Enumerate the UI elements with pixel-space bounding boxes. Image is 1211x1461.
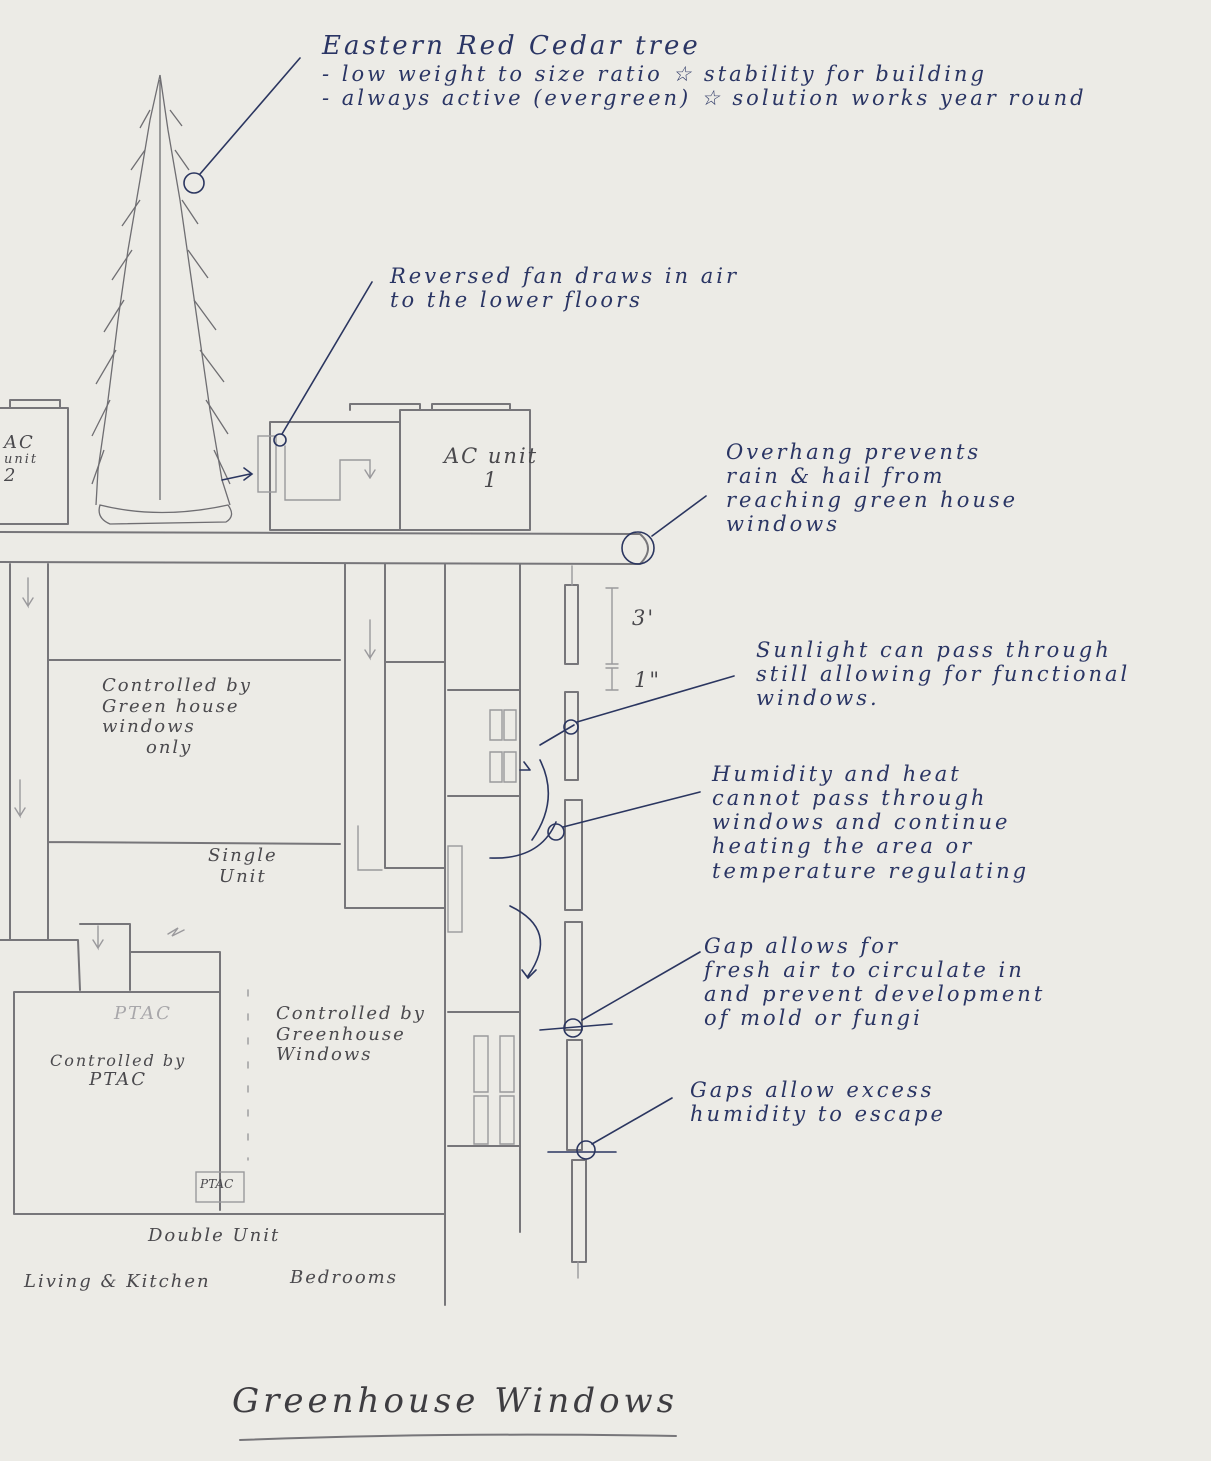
tree-point-2: - always active (evergreen) ☆ solution w…: [322, 86, 1087, 111]
roof-overhang: [0, 531, 649, 565]
gap-line-1: Gap allows for: [704, 934, 900, 958]
ac-unit-2-line-2: unit: [4, 451, 39, 467]
sunlight-line-1: Sunlight can pass through: [756, 638, 1112, 662]
overhang-line-3: reaching green house: [726, 488, 1019, 513]
controlled-ptac-line-2: PTAC: [89, 1069, 148, 1091]
ptac-unit-label: PTAC: [200, 1177, 234, 1191]
humidity-line-1: Humidity and heat: [712, 762, 962, 786]
gaps-line-2: humidity to escape: [690, 1102, 946, 1127]
controlled-gh-only-label: Controlled by Green house windows only: [102, 675, 252, 759]
single-unit-line-2: Unit: [218, 865, 267, 887]
sunlight-line-3: windows.: [756, 686, 880, 711]
living-kitchen-label: Living & Kitchen: [24, 1271, 211, 1292]
fan-line-1: Reversed fan draws in air: [390, 264, 740, 288]
overhang-line-4: windows: [726, 512, 841, 537]
fan-annotation: Reversed fan draws in air to the lower f…: [390, 264, 739, 312]
ac-unit-1-box: [269, 403, 531, 531]
double-unit-label: Double Unit: [148, 1225, 281, 1246]
gap-line-2: fresh air to circulate in: [704, 958, 1025, 983]
gap-line-4: of mold or fungi: [704, 1006, 923, 1031]
ac-unit-2-label: AC unit 2: [4, 432, 39, 486]
measure-3ft: 3': [632, 606, 656, 630]
cedar-tree: [91, 74, 233, 525]
tree-annotation: Eastern Red Cedar tree - low weight to s…: [322, 31, 1087, 111]
overhang-annotation: Overhang prevents rain & hail from reach…: [726, 440, 1018, 537]
ac-unit-2-box: [0, 399, 69, 525]
ac-unit-1-line-1: AC unit: [444, 444, 539, 468]
ac-unit-1-line-2: 1: [483, 468, 499, 493]
overhang-line-1: Overhang prevents: [726, 440, 982, 464]
ac-unit-2-line-1: AC: [4, 432, 35, 453]
tree-title: Eastern Red Cedar tree: [322, 31, 701, 61]
controlled-gh-only-line-3: windows: [102, 716, 196, 738]
bedrooms-label: Bedrooms: [290, 1267, 398, 1288]
controlled-gh-only-line-4: only: [146, 737, 193, 759]
controlled-gh-line-1: Controlled by: [276, 1003, 426, 1024]
controlled-ptac-line-1: Controlled by: [50, 1051, 187, 1070]
greenhouse-window-strip: [564, 565, 587, 1279]
humidity-line-2: cannot pass through: [712, 786, 988, 811]
single-unit-line-1: Single: [208, 845, 278, 866]
controlled-gh-line-3: Windows: [276, 1044, 373, 1066]
page-title: Greenhouse Windows: [232, 1381, 679, 1421]
ac-unit-1-label: AC unit 1: [444, 444, 538, 492]
sunlight-line-2: still allowing for functional: [756, 662, 1131, 687]
fan-line-2: to the lower floors: [390, 288, 643, 313]
measure-1in: 1": [634, 668, 662, 692]
gap-annotation: Gap allows for fresh air to circulate in…: [704, 934, 1045, 1031]
gap-line-3: and prevent development: [704, 982, 1046, 1007]
humidity-annotation: Humidity and heat cannot pass through wi…: [712, 762, 1029, 883]
tree-point-1: - low weight to size ratio ☆ stability f…: [322, 61, 987, 86]
gaps-line-1: Gaps allow excess: [690, 1078, 935, 1102]
sunlight-annotation: Sunlight can pass through still allowing…: [756, 638, 1130, 710]
humidity-line-5: temperature regulating: [712, 858, 1030, 883]
controlled-ptac-label: Controlled by PTAC: [50, 1051, 187, 1091]
controlled-gh-only-line-1: Controlled by: [102, 675, 252, 696]
humidity-line-3: windows and continue: [712, 810, 1011, 835]
controlled-gh-line-2: Greenhouse: [276, 1023, 406, 1045]
controlled-gh-only-line-2: Green house: [102, 695, 240, 717]
controlled-gh-label: Controlled by Greenhouse Windows: [276, 1003, 426, 1066]
single-unit-label: Single Unit: [208, 845, 278, 887]
ptac-faded-label: PTAC: [114, 1003, 172, 1024]
ac-unit-2-line-3: 2: [4, 464, 18, 486]
overhang-line-2: rain & hail from: [726, 464, 946, 489]
humidity-line-4: heating the area or: [712, 834, 975, 859]
gaps-annotation: Gaps allow excess humidity to escape: [690, 1078, 946, 1126]
